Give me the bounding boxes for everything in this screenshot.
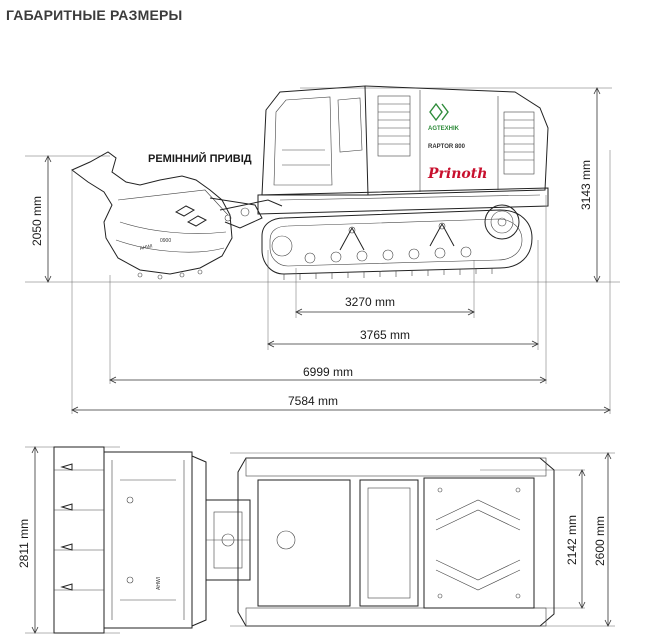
boom-arm xyxy=(209,197,283,229)
dim-width-total-label: 2600 mm xyxy=(593,516,607,566)
top-view: AHWI xyxy=(17,446,615,634)
dim-width-head: 2811 mm xyxy=(17,446,39,634)
dim-width-total: 2600 mm xyxy=(593,452,612,627)
dim-width-tracks: 2142 mm xyxy=(565,469,586,609)
dim-length-machine: 6999 mm xyxy=(109,365,547,384)
dim-height-total-label: 3143 mm xyxy=(579,160,593,210)
dim-height-head: 2050 mm xyxy=(30,155,52,283)
dim-width-tracks-label: 2142 mm xyxy=(565,515,579,565)
carrier-top xyxy=(237,457,555,627)
side-view: AHWI 0900 xyxy=(25,85,620,414)
page-title: ГАБАРИТНЫЕ РАЗМЕРЫ xyxy=(6,7,183,23)
dim-length-total: 7584 mm xyxy=(71,394,611,414)
dim-length-machine-label: 6999 mm xyxy=(303,365,353,379)
dim-width-head-label: 2811 mm xyxy=(17,519,31,568)
dealer-name: AGTEXHIK xyxy=(428,126,460,132)
svg-text:AHWI: AHWI xyxy=(139,243,153,252)
svg-text:0900: 0900 xyxy=(160,238,171,244)
maker-logo: Prinoth xyxy=(427,166,487,182)
svg-text:AHWI: AHWI xyxy=(156,577,162,590)
mulcher-head: AHWI 0900 xyxy=(71,151,233,280)
dim-track-outer-label: 3765 mm xyxy=(360,328,410,342)
carrier-body: AGTEXHIK RAPTOR 800 Prinoth xyxy=(257,85,549,215)
dim-length-total-label: 7584 mm xyxy=(288,394,338,408)
dealer-logo: AGTEXHIK xyxy=(428,102,460,132)
belt-drive-callout: РЕМІННИЙ ПРИВІД xyxy=(148,152,252,165)
dim-height-total: 3143 mm xyxy=(579,87,601,283)
dim-track-inner: 3270 mm xyxy=(295,295,475,316)
boom-linkage-top xyxy=(205,499,251,581)
dim-height-head-label: 2050 mm xyxy=(30,196,44,246)
model-name: RAPTOR 800 xyxy=(428,144,466,150)
dim-track-outer: 3765 mm xyxy=(267,328,539,348)
dim-track-inner-label: 3270 mm xyxy=(345,295,395,309)
track-undercarriage xyxy=(261,204,533,280)
mulcher-head-top: AHWI xyxy=(53,446,207,634)
